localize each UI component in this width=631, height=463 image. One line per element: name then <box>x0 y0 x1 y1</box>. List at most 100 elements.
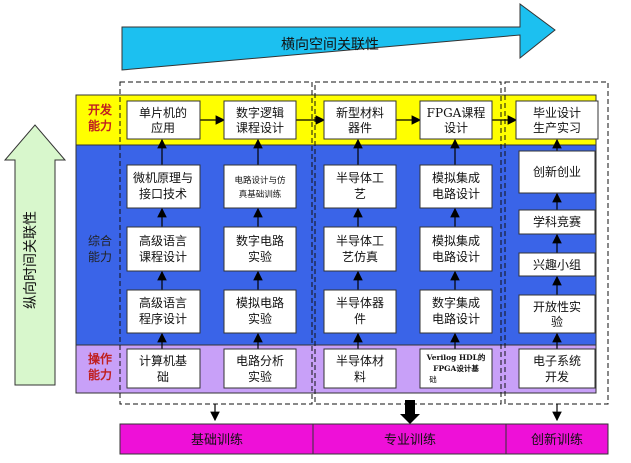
svg-text:创新创业: 创新创业 <box>533 164 581 179</box>
svg-text:接口技术: 接口技术 <box>139 186 187 201</box>
svg-text:数字电路: 数字电路 <box>236 233 284 248</box>
svg-text:电路分析: 电路分析 <box>236 353 284 368</box>
basic-bottom-box-2: 电路分析 实验 <box>223 348 297 389</box>
svg-text:模拟电路: 模拟电路 <box>236 295 284 310</box>
basic-mid-r3-c1: 高级语言 程序设计 <box>126 289 201 334</box>
svg-text:高级语言: 高级语言 <box>139 233 187 248</box>
training-bar-professional <box>312 423 507 455</box>
horizontal-arrow-label: 横向空间关联性 <box>281 37 379 53</box>
horizontal-arrow-shape <box>121 3 556 71</box>
svg-text:单片机的: 单片机的 <box>139 105 187 120</box>
innov-mid-2: 学科竞赛 <box>518 209 596 235</box>
innov-bottom-box: 电子系统 开发 <box>518 348 596 389</box>
svg-text:半导体材: 半导体材 <box>336 354 384 368</box>
horizontal-relation-arrow: 横向空间关联性 <box>121 3 556 71</box>
svg-text:应用: 应用 <box>151 120 175 135</box>
svg-text:FPGA课程: FPGA课程 <box>427 105 486 120</box>
svg-text:设计: 设计 <box>444 121 468 135</box>
prof-mid-r3-c1: 半导体器 件 <box>323 289 397 334</box>
svg-text:电路设计: 电路设计 <box>432 249 480 264</box>
basic-mid-r2-c1: 高级语言 课程设计 <box>126 226 201 272</box>
svg-text:电路设计: 电路设计 <box>432 186 480 201</box>
basic-mid-r1-c1: 微机原理与 接口技术 <box>126 164 201 209</box>
svg-text:学科竞赛: 学科竞赛 <box>533 214 581 229</box>
svg-text:毕业设计: 毕业设计 <box>533 106 581 120</box>
basic-bottom-box-1: 计算机基 础 <box>126 348 201 389</box>
svg-text:电路设计: 电路设计 <box>432 311 480 326</box>
prof-top-box-2: FPGA课程 设计 <box>419 100 493 140</box>
svg-text:能力: 能力 <box>88 367 112 382</box>
prof-mid-r2-c2: 模拟集成 电路设计 <box>419 226 493 272</box>
training-bar-innovation <box>505 423 609 455</box>
svg-text:开放性实: 开放性实 <box>533 299 581 314</box>
svg-text:数字集成: 数字集成 <box>432 295 480 310</box>
innov-mid-1: 创新创业 <box>518 150 596 194</box>
svg-text:件: 件 <box>354 312 366 326</box>
svg-text:艺: 艺 <box>354 187 366 201</box>
svg-text:实验: 实验 <box>248 311 272 326</box>
svg-text:开发: 开发 <box>88 102 113 117</box>
vertical-relation-arrow: 纵向时间关联性 <box>3 124 67 386</box>
svg-text:半导体器: 半导体器 <box>336 296 384 310</box>
svg-text:模拟集成: 模拟集成 <box>432 170 480 185</box>
prof-mid-r2-c1: 半导体工 艺仿真 <box>323 226 397 272</box>
svg-text:FPGA设计基: FPGA设计基 <box>433 363 479 373</box>
innov-top-box: 毕业设计 生产实习 <box>515 100 599 140</box>
svg-text:料: 料 <box>354 370 366 384</box>
prof-bottom-box-2: Verilog HDL的 FPGA设计基 础 <box>419 348 493 389</box>
svg-text:实验: 实验 <box>248 369 272 384</box>
training-bars: 基础训练 专业训练 创新训练 <box>119 423 609 455</box>
svg-text:微机原理与: 微机原理与 <box>133 171 193 185</box>
vertical-arrow-label: 纵向时间关联性 <box>23 211 39 309</box>
svg-text:开发: 开发 <box>545 369 569 384</box>
svg-text:能力: 能力 <box>88 118 112 133</box>
svg-text:能力: 能力 <box>88 250 112 264</box>
svg-text:础: 础 <box>157 370 169 384</box>
basic-mid-r2-c2: 数字电路 实验 <box>223 226 297 272</box>
prof-top-box-1: 新型材料 器件 <box>323 100 397 140</box>
svg-text:器件: 器件 <box>348 121 372 135</box>
svg-text:Verilog HDL的: Verilog HDL的 <box>426 352 486 362</box>
svg-text:程序设计: 程序设计 <box>139 311 187 326</box>
prof-mid-r1-c2: 模拟集成 电路设计 <box>419 164 493 209</box>
svg-text:模拟集成: 模拟集成 <box>432 233 480 248</box>
training-innovation-label: 创新训练 <box>531 432 583 448</box>
basic-mid-r3-c2: 模拟电路 实验 <box>223 289 297 334</box>
innov-mid-4: 开放性实 验 <box>518 294 596 334</box>
svg-text:操作: 操作 <box>88 351 112 366</box>
training-professional-label: 专业训练 <box>384 433 436 448</box>
svg-text:新型材料: 新型材料 <box>336 105 384 120</box>
svg-text:电子系统: 电子系统 <box>533 354 581 368</box>
thick-down-arrow <box>400 400 420 424</box>
flow-arrows <box>157 115 562 422</box>
svg-text:数字逻辑: 数字逻辑 <box>236 105 284 120</box>
row-label-bottom: 操作 能力 <box>88 351 112 382</box>
training-bar-basic <box>119 423 314 455</box>
svg-text:真基础训练: 真基础训练 <box>239 189 282 200</box>
svg-text:课程设计: 课程设计 <box>139 249 187 264</box>
basic-top-box-2: 数字逻辑 课程设计 <box>223 100 297 140</box>
svg-text:电路设计与仿: 电路设计与仿 <box>234 175 286 186</box>
vertical-arrow-shape <box>3 124 67 386</box>
training-basic-label: 基础训练 <box>191 433 243 448</box>
svg-text:验: 验 <box>551 314 563 329</box>
svg-text:计算机基: 计算机基 <box>139 353 187 368</box>
row-label-middle: 综合 能力 <box>88 233 112 264</box>
svg-text:础: 础 <box>429 374 437 384</box>
prof-mid-r3-c2: 数字集成 电路设计 <box>419 289 493 334</box>
innov-mid-3: 兴趣小组 <box>518 252 596 277</box>
prof-mid-r1-c1: 半导体工 艺 <box>323 164 397 209</box>
svg-text:半导体工: 半导体工 <box>336 234 384 248</box>
row-label-top: 开发 能力 <box>88 102 113 133</box>
basic-mid-r1-c2: 电路设计与仿 真基础训练 <box>223 164 297 209</box>
frame-basic <box>119 81 313 405</box>
prof-bottom-box-1: 半导体材 料 <box>323 348 397 389</box>
svg-text:综合: 综合 <box>88 233 112 248</box>
svg-text:课程设计: 课程设计 <box>236 120 284 135</box>
basic-top-box-1: 单片机的 应用 <box>126 100 201 140</box>
svg-text:生产实习: 生产实习 <box>533 120 581 135</box>
svg-text:实验: 实验 <box>248 249 272 264</box>
svg-text:兴趣小组: 兴趣小组 <box>533 257 581 272</box>
svg-text:半导体工: 半导体工 <box>336 171 384 185</box>
